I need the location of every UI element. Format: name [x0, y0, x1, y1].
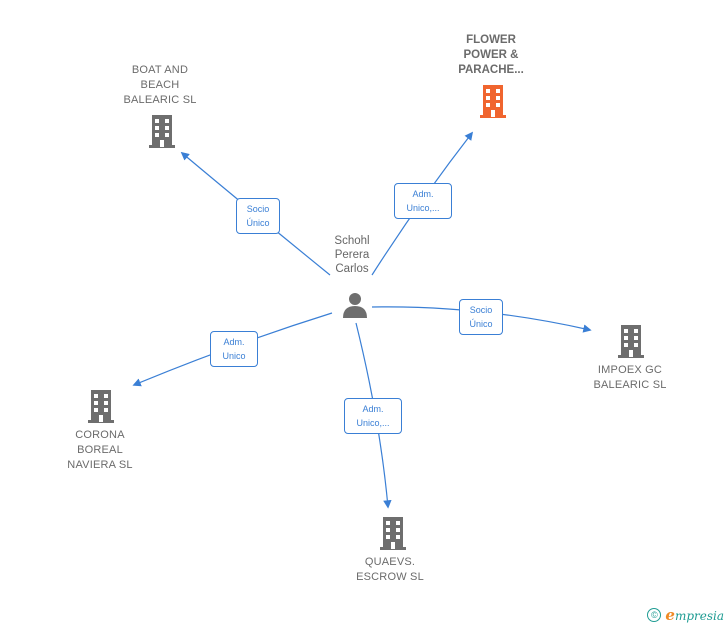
person-name[interactable]: Schohl Perera Carlos [334, 235, 370, 275]
company-label-corona[interactable]: CORONA BOREAL NAVIERA SL [67, 429, 133, 471]
building-icon[interactable] [616, 323, 646, 359]
relation-badge-flower[interactable]: Adm. Unico,... [394, 183, 452, 219]
person-icon[interactable] [340, 290, 370, 320]
building-icon[interactable] [147, 113, 177, 149]
relation-badge-quaevs[interactable]: Adm. Unico,... [344, 398, 402, 434]
building-icon[interactable] [478, 83, 508, 119]
company-label-quaevs[interactable]: QUAEVS. ESCROW SL [356, 556, 424, 583]
relation-badge-boat[interactable]: Socio Único [236, 198, 280, 234]
brand-footer: © empresia [647, 606, 724, 624]
brand-logo[interactable]: empresia [665, 606, 724, 624]
company-label-boat[interactable]: BOAT AND BEACH BALEARIC SL [123, 64, 197, 106]
copyright-icon: © [647, 608, 662, 622]
relation-badge-corona[interactable]: Adm. Unico [210, 331, 258, 367]
company-label-impoex[interactable]: IMPOEX GC BALEARIC SL [593, 364, 667, 391]
building-icon[interactable] [378, 515, 408, 551]
relation-badge-impoex[interactable]: Socio Único [459, 299, 503, 335]
building-icon[interactable] [86, 388, 116, 424]
company-label-flower[interactable]: FLOWER POWER & PARACHE... [458, 34, 524, 76]
